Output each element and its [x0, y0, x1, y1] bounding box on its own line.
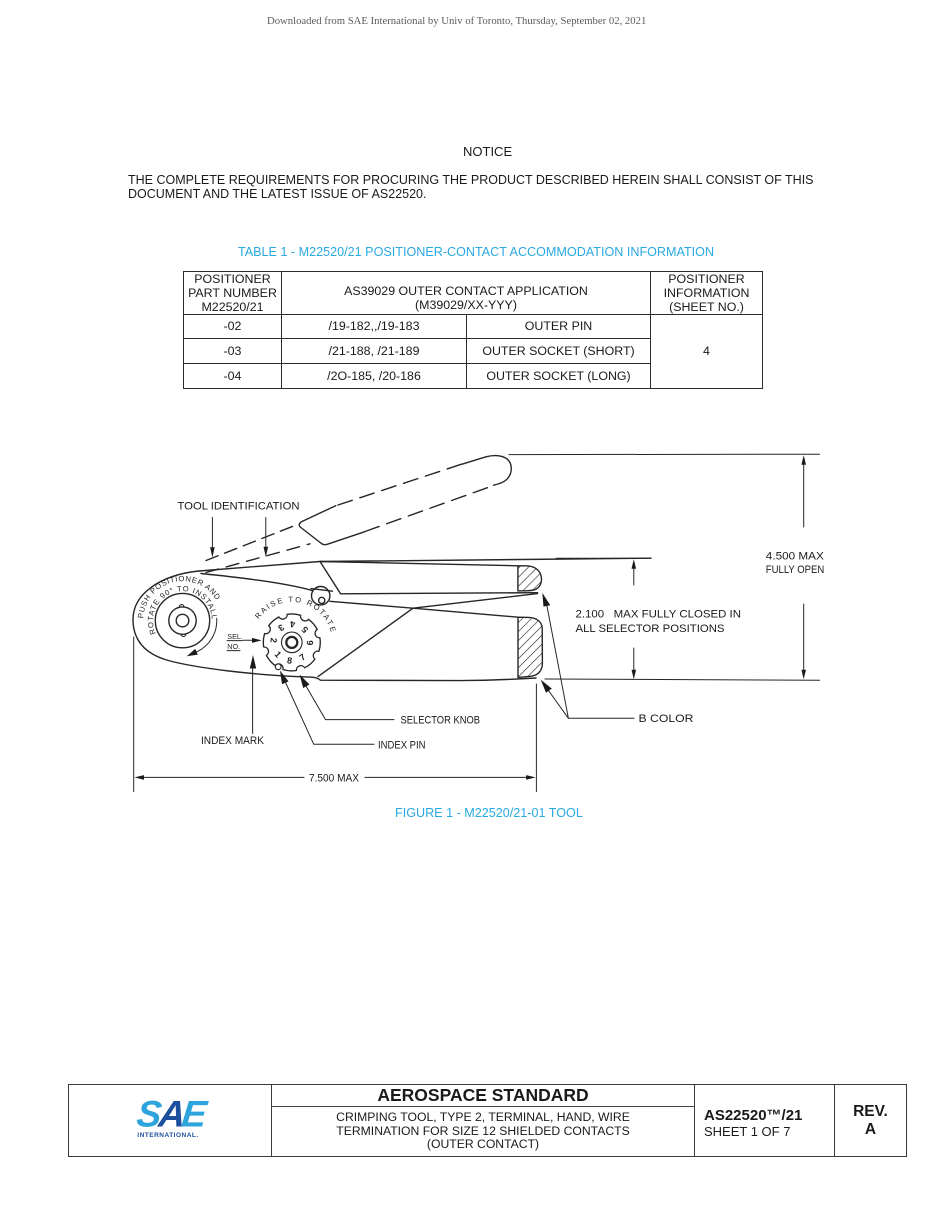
svg-text:TOOL IDENTIFICATION: TOOL IDENTIFICATION	[178, 501, 300, 513]
svg-text:A: A	[156, 1095, 188, 1134]
svg-text:FULLY OPEN: FULLY OPEN	[766, 564, 825, 576]
svg-text:INTERNATIONAL.: INTERNATIONAL.	[137, 1132, 198, 1139]
svg-text:8: 8	[286, 655, 292, 666]
svg-text:E: E	[180, 1095, 210, 1134]
svg-text:NO.: NO.	[227, 642, 240, 651]
svg-text:6: 6	[305, 640, 315, 645]
svg-text:5: 5	[300, 624, 311, 635]
svg-text:4.500 MAX: 4.500 MAX	[766, 551, 825, 563]
svg-text:3: 3	[276, 622, 286, 633]
svg-text:SEL.: SEL.	[227, 632, 243, 641]
svg-text:2.100 MAX FULLY CLOSED IN: 2.100 MAX FULLY CLOSED IN	[576, 609, 742, 621]
svg-text:INDEX PIN: INDEX PIN	[378, 740, 426, 752]
svg-text:7.500 MAX: 7.500 MAX	[309, 772, 360, 784]
svg-text:4: 4	[290, 619, 296, 629]
svg-text:7: 7	[298, 652, 308, 663]
svg-text:INDEX MARK: INDEX MARK	[201, 735, 265, 747]
svg-text:B COLOR: B COLOR	[639, 713, 694, 725]
svg-text:S: S	[135, 1095, 164, 1134]
svg-text:2: 2	[268, 637, 278, 643]
svg-text:ALL SELECTOR POSITIONS: ALL SELECTOR POSITIONS	[576, 623, 725, 635]
svg-text:1: 1	[273, 649, 284, 659]
svg-text:SELECTOR KNOB: SELECTOR KNOB	[401, 715, 481, 727]
